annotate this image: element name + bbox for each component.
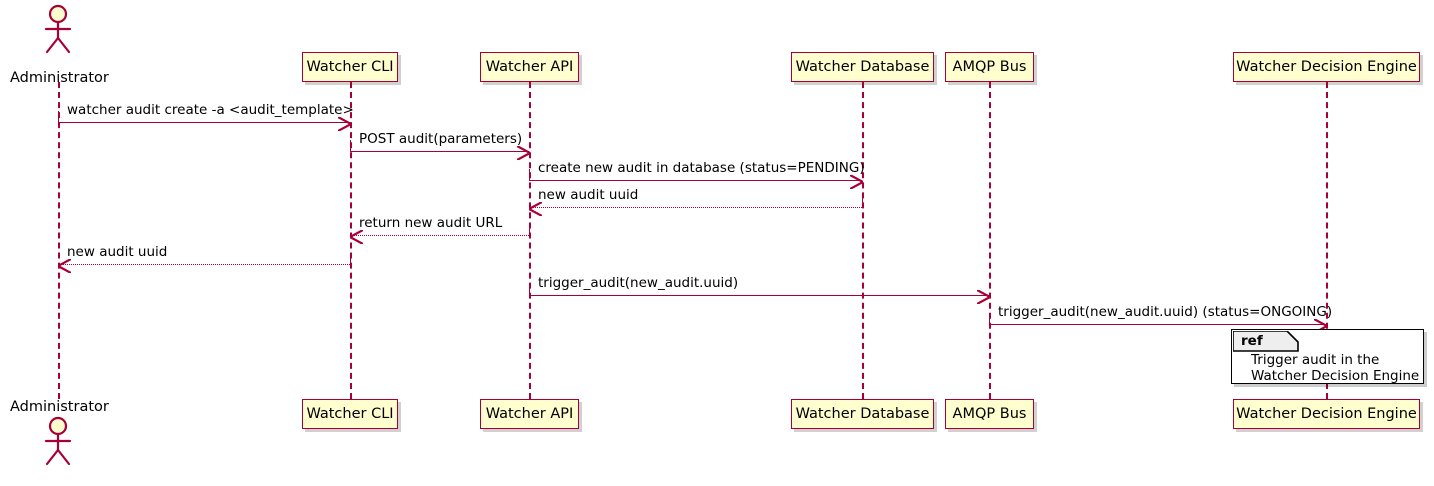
- participant-footer-watcher-database[interactable]: Watcher Database: [791, 399, 934, 429]
- message-line-m4: [529, 207, 862, 208]
- message-label-m6: new audit uuid: [67, 244, 168, 260]
- message-stub-m1: [58, 111, 59, 122]
- ref-fragment-keyword: ref: [1241, 333, 1263, 349]
- message-stub-m5: [529, 224, 530, 235]
- message-line-m6: [58, 264, 350, 265]
- message-stub-m8: [989, 313, 990, 324]
- message-stub-m6: [350, 253, 351, 264]
- ref-fragment-tab: [1232, 330, 1299, 352]
- participant-header-watcher-database[interactable]: Watcher Database: [791, 52, 934, 82]
- message-arrowhead-m5: [347, 229, 364, 245]
- participant-header-label-watcher-database: Watcher Database: [795, 59, 930, 75]
- participant-header-label-watcher-decision-engine: Watcher Decision Engine: [1236, 59, 1417, 75]
- message-arrowhead-m4: [526, 201, 543, 217]
- message-label-m3: create new audit in database (status=PEN…: [538, 160, 865, 176]
- message-label-m5: return new audit URL: [359, 215, 503, 231]
- participant-footer-watcher-api[interactable]: Watcher API: [480, 399, 579, 429]
- participant-header-label-amqp-bus: AMQP Bus: [952, 59, 1027, 75]
- message-label-m2: POST audit(parameters): [359, 131, 523, 147]
- message-label-m4: new audit uuid: [538, 187, 639, 203]
- participant-footer-label-amqp-bus: AMQP Bus: [952, 406, 1027, 422]
- lifeline-watcher-decision-engine: [1326, 82, 1328, 399]
- message-stub-m4: [862, 196, 863, 207]
- participant-footer-watcher-cli[interactable]: Watcher CLI: [302, 399, 398, 429]
- message-line-m1: [58, 122, 350, 123]
- participant-header-label-watcher-api: Watcher API: [485, 59, 574, 75]
- message-label-m8: trigger_audit(new_audit.uuid) (status=ON…: [998, 304, 1333, 320]
- participant-footer-label-watcher-cli: Watcher CLI: [306, 406, 394, 422]
- lifeline-amqp-bus: [989, 82, 991, 399]
- message-stub-m7: [529, 284, 530, 295]
- message-line-m3: [529, 180, 862, 181]
- participant-footer-label-watcher-database: Watcher Database: [795, 406, 930, 422]
- participant-footer-watcher-decision-engine[interactable]: Watcher Decision Engine: [1233, 399, 1420, 429]
- message-label-m7: trigger_audit(new_audit.uuid): [538, 275, 739, 291]
- participant-header-watcher-cli[interactable]: Watcher CLI: [302, 52, 398, 82]
- participant-header-label-watcher-cli: Watcher CLI: [306, 59, 394, 75]
- participant-footer-amqp-bus[interactable]: AMQP Bus: [945, 399, 1034, 429]
- participant-header-watcher-decision-engine[interactable]: Watcher Decision Engine: [1233, 52, 1420, 82]
- ref-fragment-text: Trigger audit in the Watcher Decision En…: [1251, 352, 1420, 384]
- participant-footer-label-administrator: Administrator: [10, 399, 109, 415]
- participant-footer-label-watcher-decision-engine: Watcher Decision Engine: [1236, 406, 1417, 422]
- message-line-m5: [350, 235, 529, 236]
- message-arrowhead-m7: [976, 289, 993, 305]
- participant-header-amqp-bus[interactable]: AMQP Bus: [945, 52, 1034, 82]
- actor-figure-bottom: [32, 416, 84, 468]
- lifeline-watcher-database: [862, 82, 864, 399]
- message-stub-m3: [529, 169, 530, 180]
- message-stub-m2: [350, 140, 351, 151]
- message-arrowhead-m6: [55, 258, 72, 274]
- participant-header-watcher-api[interactable]: Watcher API: [480, 52, 579, 82]
- lifeline-watcher-cli: [350, 82, 352, 399]
- participant-header-label-administrator: Administrator: [10, 70, 109, 86]
- message-line-m7: [529, 295, 989, 296]
- message-line-m8: [989, 324, 1326, 325]
- message-line-m2: [350, 151, 529, 152]
- lifeline-administrator: [58, 82, 60, 399]
- message-label-m1: watcher audit create -a <audit_template>: [67, 102, 354, 118]
- actor-figure-top: [32, 4, 84, 56]
- lifeline-watcher-api: [529, 82, 531, 399]
- participant-footer-label-watcher-api: Watcher API: [485, 406, 574, 422]
